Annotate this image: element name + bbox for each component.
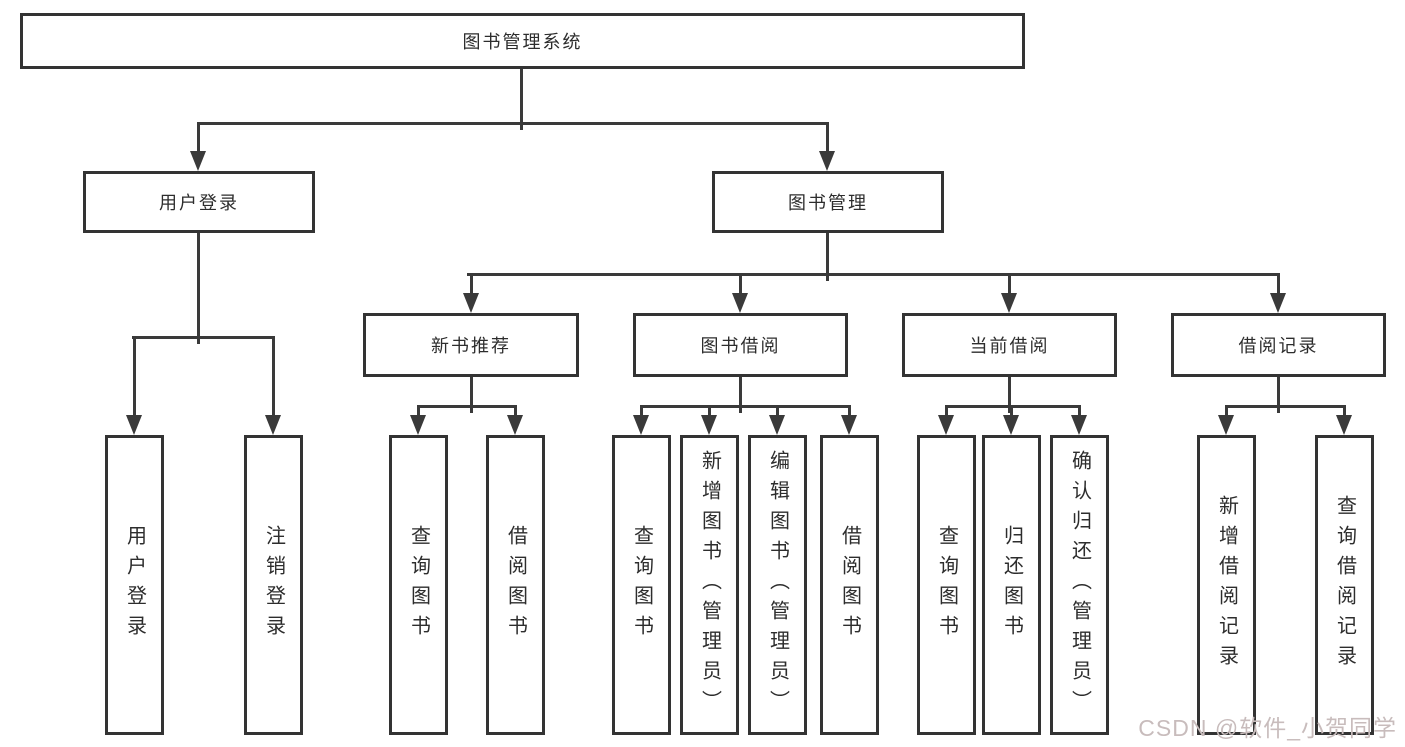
edge-borrowrecords-drop-2 xyxy=(1343,405,1346,417)
edge-currentborrow-rail xyxy=(945,405,1081,408)
node-leaf-logout-label: 注销登录 xyxy=(262,525,285,645)
node-borrow-records: 借阅记录 xyxy=(1171,313,1386,377)
arrowhead-icon xyxy=(265,415,281,435)
edge-userlogin-stem xyxy=(197,233,200,344)
edge-bookborrow-drop-2 xyxy=(708,405,711,417)
edge-userlogin-rail xyxy=(132,336,275,339)
edge-currentborrow-drop-1 xyxy=(945,405,948,417)
node-leaf-br-add: 新增借阅记录 xyxy=(1197,435,1256,735)
node-leaf-bb-borrow: 借阅图书 xyxy=(820,435,879,735)
node-leaf-bb-query-label: 查询图书 xyxy=(630,525,653,645)
edge-bookborrow-rail xyxy=(640,405,851,408)
node-root-label: 图书管理系统 xyxy=(462,32,583,52)
node-leaf-cb-query-label: 查询图书 xyxy=(935,525,958,645)
edge-newbookrec-rail xyxy=(417,405,517,408)
node-user-login: 用户登录 xyxy=(83,171,315,233)
arrowhead-icon xyxy=(732,293,748,313)
node-leaf-bb-query: 查询图书 xyxy=(612,435,671,735)
arrowhead-icon xyxy=(190,151,206,171)
node-current-borrow-label: 当前借阅 xyxy=(969,336,1050,356)
node-leaf-bb-add-label: 新增图书（管理员） xyxy=(698,450,721,720)
node-leaf-bb-add: 新增图书（管理员） xyxy=(680,435,739,735)
node-leaf-cb-query: 查询图书 xyxy=(917,435,976,735)
node-leaf-cb-confirm: 确认归还（管理员） xyxy=(1050,435,1109,735)
node-leaf-rec-borrow-label: 借阅图书 xyxy=(504,525,527,645)
edge-userlogin-drop-1 xyxy=(133,336,136,417)
node-leaf-login-label: 用户登录 xyxy=(123,525,146,645)
node-leaf-bb-edit-label: 编辑图书（管理员） xyxy=(766,450,789,720)
node-leaf-rec-query: 查询图书 xyxy=(389,435,448,735)
edge-bookborrow-drop-4 xyxy=(848,405,851,417)
arrowhead-icon xyxy=(1003,415,1019,435)
arrowhead-icon xyxy=(819,151,835,171)
node-leaf-br-query-label: 查询借阅记录 xyxy=(1333,495,1356,675)
node-book-mgmt: 图书管理 xyxy=(712,171,944,233)
edge-borrowrecords-rail xyxy=(1225,405,1346,408)
arrowhead-icon xyxy=(938,415,954,435)
edge-borrowrecords-stem xyxy=(1277,377,1280,413)
node-current-borrow: 当前借阅 xyxy=(902,313,1117,377)
edge-root-drop-left xyxy=(197,122,200,153)
node-leaf-cb-return-label: 归还图书 xyxy=(1000,525,1023,645)
node-book-borrow: 图书借阅 xyxy=(633,313,848,377)
node-leaf-rec-borrow: 借阅图书 xyxy=(486,435,545,735)
arrowhead-icon xyxy=(463,293,479,313)
node-new-book-rec-label: 新书推荐 xyxy=(431,336,511,356)
edge-userlogin-drop-2 xyxy=(272,336,275,417)
edge-bookmgmt-drop-1 xyxy=(470,273,473,295)
edge-root-rail xyxy=(197,122,829,125)
arrowhead-icon xyxy=(1270,293,1286,313)
node-new-book-rec: 新书推荐 xyxy=(363,313,579,377)
edge-bookborrow-stem xyxy=(739,377,742,413)
node-leaf-br-add-label: 新增借阅记录 xyxy=(1215,495,1238,675)
edge-currentborrow-stem xyxy=(1008,377,1011,413)
edge-borrowrecords-drop-1 xyxy=(1225,405,1228,417)
node-leaf-cb-return: 归还图书 xyxy=(982,435,1041,735)
node-leaf-bb-borrow-label: 借阅图书 xyxy=(838,525,861,645)
node-user-login-label: 用户登录 xyxy=(159,193,239,213)
node-book-mgmt-label: 图书管理 xyxy=(788,193,868,213)
edge-bookmgmt-drop-3 xyxy=(1008,273,1011,295)
node-leaf-login: 用户登录 xyxy=(105,435,164,735)
edge-bookborrow-drop-3 xyxy=(776,405,779,417)
node-book-borrow-label: 图书借阅 xyxy=(700,336,781,356)
node-leaf-bb-edit: 编辑图书（管理员） xyxy=(748,435,807,735)
edge-newbookrec-drop-1 xyxy=(417,405,420,417)
edge-newbookrec-drop-2 xyxy=(514,405,517,417)
arrowhead-icon xyxy=(410,415,426,435)
edge-bookmgmt-stem xyxy=(826,233,829,281)
edge-bookmgmt-drop-2 xyxy=(739,273,742,295)
arrowhead-icon xyxy=(126,415,142,435)
edge-root-drop-right xyxy=(826,122,829,153)
node-leaf-br-query: 查询借阅记录 xyxy=(1315,435,1374,735)
edge-bookmgmt-drop-4 xyxy=(1277,273,1280,295)
arrowhead-icon xyxy=(1001,293,1017,313)
arrowhead-icon xyxy=(1218,415,1234,435)
edge-bookmgmt-rail xyxy=(467,273,1280,276)
csdn-watermark: CSDN @软件_小贺同学 xyxy=(1138,715,1397,741)
node-borrow-records-label: 借阅记录 xyxy=(1238,336,1319,356)
edge-bookborrow-drop-1 xyxy=(640,405,643,417)
edge-newbookrec-stem xyxy=(470,377,473,413)
edge-currentborrow-drop-3 xyxy=(1078,405,1081,417)
arrowhead-icon xyxy=(841,415,857,435)
arrowhead-icon xyxy=(769,415,785,435)
edge-root-stem xyxy=(520,69,523,130)
node-leaf-rec-query-label: 查询图书 xyxy=(407,525,430,645)
arrowhead-icon xyxy=(633,415,649,435)
edge-currentborrow-drop-2 xyxy=(1010,405,1013,417)
arrowhead-icon xyxy=(1071,415,1087,435)
arrowhead-icon xyxy=(507,415,523,435)
node-leaf-cb-confirm-label: 确认归还（管理员） xyxy=(1068,450,1091,720)
arrowhead-icon xyxy=(701,415,717,435)
arrowhead-icon xyxy=(1336,415,1352,435)
node-leaf-logout: 注销登录 xyxy=(244,435,303,735)
node-root: 图书管理系统 xyxy=(20,13,1025,69)
